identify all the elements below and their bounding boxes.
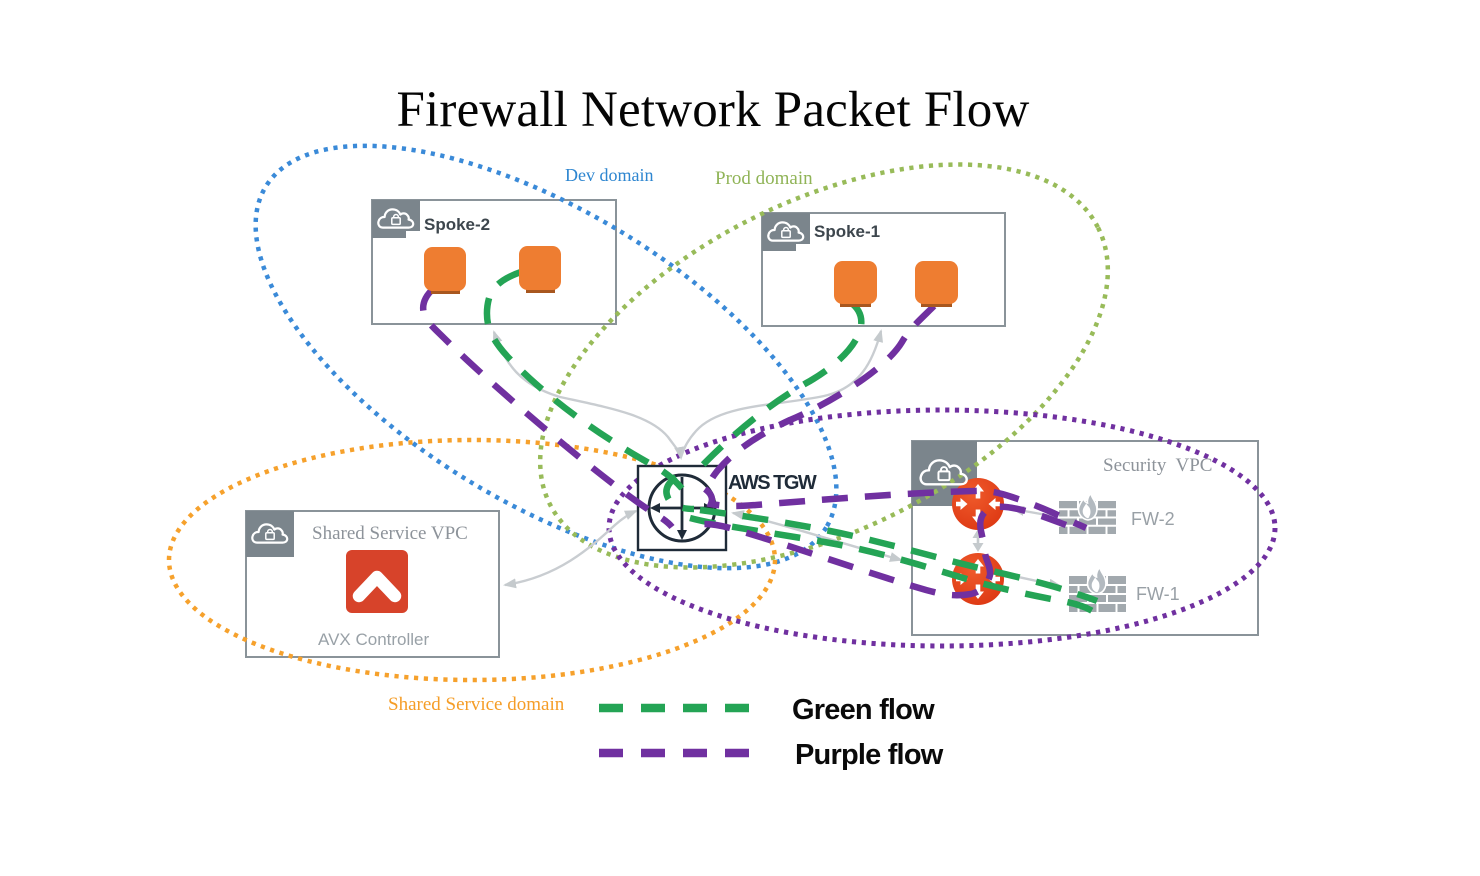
svg-text:AVX Controller: AVX Controller	[318, 630, 430, 649]
svg-text:AWS TGW: AWS TGW	[728, 472, 817, 494]
svg-text:Firewall Network Packet Flow: Firewall Network Packet Flow	[396, 82, 1029, 138]
svg-text:Dev domain: Dev domain	[565, 165, 653, 185]
svg-text:Shared Service VPC: Shared Service VPC	[312, 523, 468, 544]
svg-text:Security VPC: Security VPC	[1103, 455, 1212, 476]
svg-text:Spoke-1: Spoke-1	[814, 222, 880, 241]
svg-text:Shared Service domain: Shared Service domain	[388, 694, 565, 715]
svg-text:Prod domain: Prod domain	[715, 168, 813, 189]
svg-text:FW-1: FW-1	[1136, 584, 1180, 604]
svg-text:Purple flow: Purple flow	[795, 739, 944, 771]
svg-text:FW-2: FW-2	[1131, 509, 1175, 529]
svg-text:Spoke-2: Spoke-2	[424, 215, 490, 234]
svg-text:Green flow: Green flow	[792, 694, 935, 726]
